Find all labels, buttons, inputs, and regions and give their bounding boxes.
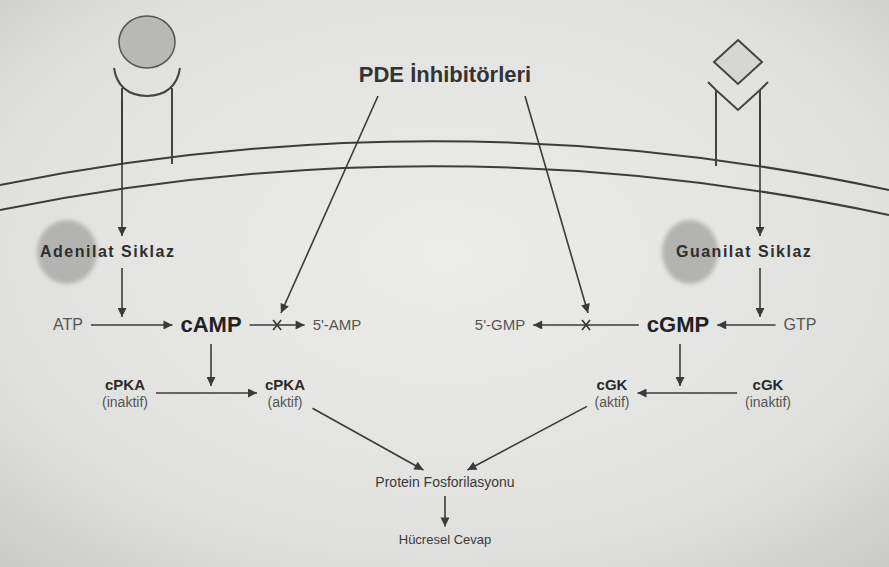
ligand-diamond	[714, 40, 762, 84]
node-text: Hücresel Cevap	[399, 533, 492, 548]
reaction-arrow	[156, 392, 257, 394]
ligand-circle	[119, 16, 175, 68]
enzyme-node: Adenilat Siklaz	[36, 241, 179, 263]
node-text: cGMP	[647, 312, 709, 337]
kinase-label: cPKA(inaktif)	[98, 374, 152, 411]
membrane-line	[0, 166, 889, 215]
messenger-label: cGMP	[643, 310, 713, 339]
outcome-label: Hücresel Cevap	[395, 531, 496, 550]
signal-arrow	[121, 100, 123, 236]
node-text: cAMP	[180, 312, 241, 337]
receptor-cup	[114, 68, 180, 96]
kinase-label: cGK(inaktif)	[741, 374, 795, 411]
node-subtext: (inaktif)	[745, 394, 791, 410]
node-text: Protein Fosforilasyonu	[375, 474, 514, 490]
node-subtext: (aktif)	[595, 394, 630, 410]
process-label: Protein Fosforilasyonu	[371, 472, 518, 492]
activation-arrow	[210, 344, 212, 386]
receptor-leg	[122, 88, 172, 164]
inhibitor-arrow	[281, 96, 378, 313]
reaction-arrow	[717, 324, 775, 326]
kinase-label: cGK(aktif)	[591, 374, 634, 411]
node-text: cGK	[745, 376, 791, 393]
node-text: GTP	[784, 316, 817, 334]
signal-arrow	[759, 100, 761, 236]
node-subtext: (aktif)	[265, 394, 305, 410]
enzyme-node: Guanilat Siklaz	[672, 241, 816, 263]
kinase-label: cPKA(aktif)	[261, 374, 309, 411]
blocked-arrow	[250, 324, 305, 326]
reaction-arrow	[467, 406, 587, 470]
product-label: 5'-AMP	[309, 314, 366, 335]
node-text: cGK	[595, 376, 630, 393]
reaction-arrow	[444, 496, 446, 526]
node-subtext: (inaktif)	[102, 394, 148, 410]
node-text: 5'-AMP	[313, 316, 362, 333]
substrate-label: GTP	[780, 314, 821, 336]
substrate-label: ATP	[49, 314, 87, 336]
blocked-arrow	[533, 324, 639, 326]
node-text: PDE İnhibitörleri	[359, 62, 531, 87]
inhibitor-label: PDE İnhibitörleri	[355, 60, 535, 89]
reaction-arrow	[312, 408, 423, 470]
node-text: Adenilat Siklaz	[40, 243, 175, 261]
reaction-arrow	[638, 392, 738, 394]
activation-arrow	[679, 344, 681, 386]
reaction-arrow	[91, 324, 172, 326]
node-text: cPKA	[265, 376, 305, 393]
inhibitor-arrow	[525, 96, 588, 313]
node-text: Guanilat Siklaz	[676, 243, 812, 261]
product-label: 5'-GMP	[471, 314, 529, 335]
receptor-leg	[716, 90, 760, 166]
signal-arrow	[121, 268, 123, 317]
node-text: ATP	[53, 316, 83, 334]
node-text: 5'-GMP	[475, 316, 525, 333]
node-text: cPKA	[102, 376, 148, 393]
messenger-label: cAMP	[176, 310, 245, 339]
signal-arrow	[759, 268, 761, 317]
